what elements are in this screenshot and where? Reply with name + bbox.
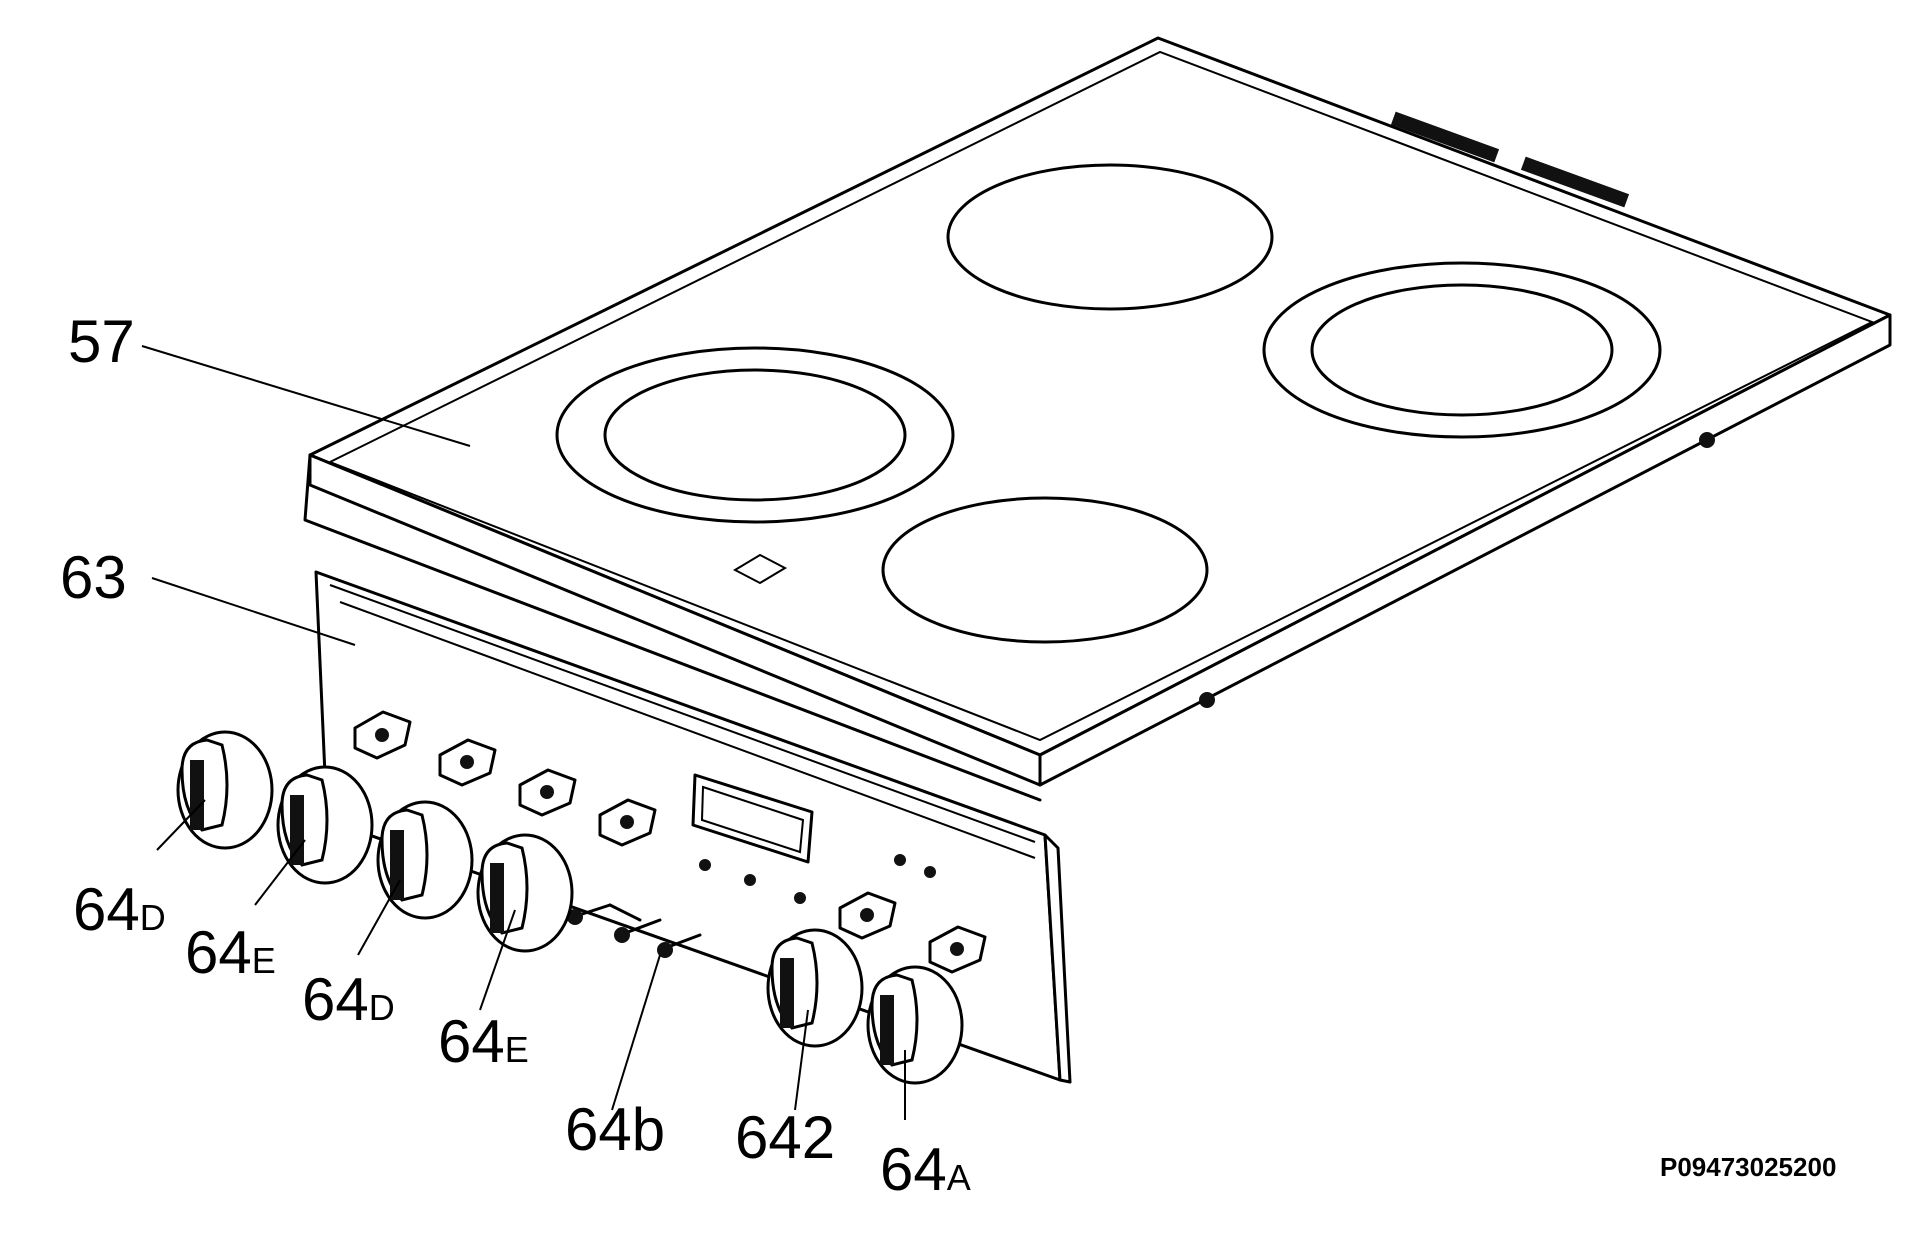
leader-lines	[141, 345, 906, 1120]
knob-64d-2	[376, 800, 474, 920]
hotplate-rear-right	[1262, 261, 1662, 439]
switch-pins	[567, 903, 702, 958]
hotplate-front-right	[881, 496, 1209, 644]
knob-64e-1	[276, 765, 374, 885]
callout-57: 57	[68, 308, 135, 375]
control-panel	[314, 570, 1072, 1084]
hob-glass-top	[303, 36, 1892, 802]
hotplate-front-left	[555, 346, 955, 524]
callout-63: 63	[60, 544, 127, 611]
drawing-code: P09473025200	[1660, 1152, 1836, 1182]
knob-642	[766, 928, 864, 1048]
callout-64a: 64A	[880, 1136, 971, 1203]
knob-64d-1	[176, 730, 274, 850]
callout-64d-1: 64D	[73, 876, 166, 943]
knob-64a	[866, 965, 964, 1085]
knob-64e-2	[476, 833, 574, 953]
callout-64b: 64b	[565, 1096, 665, 1163]
hotplate-rear-left	[946, 163, 1274, 311]
callout-64e-1: 64E	[185, 919, 276, 986]
callout-64d-2: 64D	[302, 966, 395, 1033]
callout-642: 642	[735, 1104, 835, 1171]
callout-64e-2: 64E	[438, 1008, 529, 1075]
